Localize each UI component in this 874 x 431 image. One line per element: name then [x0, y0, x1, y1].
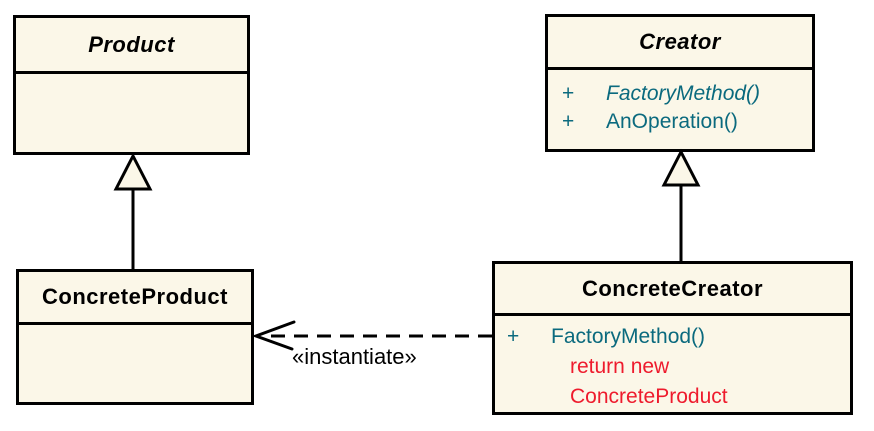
class-title-concrete-creator: ConcreteCreator — [495, 264, 850, 316]
class-body-product — [16, 74, 247, 152]
method-name: FactoryMethod() — [551, 325, 706, 348]
code-annotation-line: ConcreteProduct — [570, 385, 728, 408]
method-anoperation: + AnOperation() — [562, 108, 812, 136]
class-box-product: Product — [13, 15, 250, 155]
class-title-creator: Creator — [548, 17, 812, 70]
method-name: FactoryMethod() — [606, 82, 761, 105]
method-name: AnOperation() — [606, 110, 738, 133]
generalization-arrow-creator — [661, 148, 701, 261]
method-factorymethod-concrete: + FactoryMethod() — [507, 322, 850, 352]
class-title-product: Product — [16, 18, 247, 74]
class-title-concrete-product: ConcreteProduct — [19, 272, 251, 325]
class-box-creator: Creator + FactoryMethod() + AnOperation(… — [545, 14, 815, 152]
visibility-symbol: + — [507, 325, 520, 348]
class-body-concrete-creator: + FactoryMethod() return new ConcretePro… — [495, 316, 850, 412]
class-box-concrete-creator: ConcreteCreator + FactoryMethod() return… — [492, 261, 853, 415]
code-annotation-line: return new — [570, 355, 670, 378]
instantiate-edge-label: «instantiate» — [292, 344, 417, 369]
generalization-arrow-product — [113, 152, 153, 269]
visibility-symbol: + — [562, 82, 575, 105]
method-factorymethod-abstract: + FactoryMethod() — [562, 80, 812, 108]
visibility-symbol: + — [562, 110, 575, 133]
class-box-concrete-product: ConcreteProduct — [16, 269, 254, 405]
class-body-concrete-product — [19, 325, 251, 402]
class-body-creator: + FactoryMethod() + AnOperation() — [548, 70, 812, 149]
